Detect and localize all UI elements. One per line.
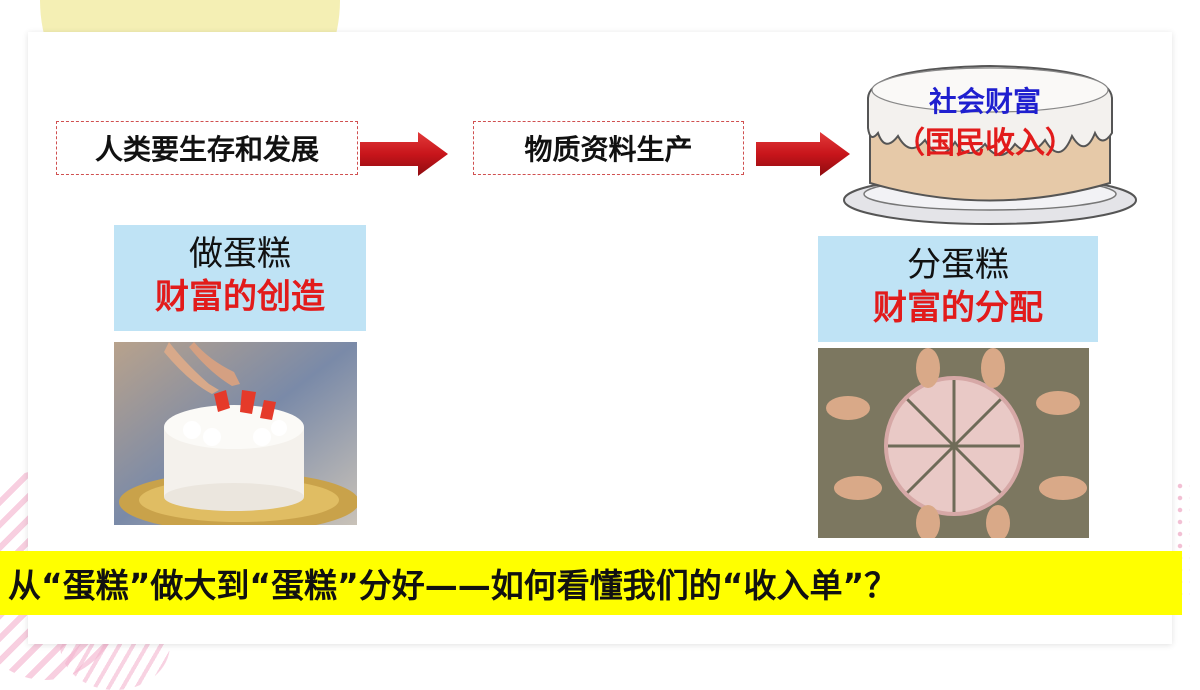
make-cake-subtitle: 财富的创造 xyxy=(155,277,325,317)
right-arrow-icon xyxy=(756,132,850,176)
split-cake-subtitle: 财富的分配 xyxy=(873,288,1043,328)
title-banner: 从“蛋糕”做大到“蛋糕”分好——如何看懂我们的“收入单”？ xyxy=(0,551,1182,615)
right-arrow-icon xyxy=(360,132,448,176)
flow-step-survive: 人类要生存和发展 xyxy=(56,121,358,175)
cake-decorating-photo xyxy=(114,342,357,525)
split-cake-label: 分蛋糕 财富的分配 xyxy=(818,236,1098,342)
cake-sharing-photo xyxy=(818,348,1089,538)
split-cake-title: 分蛋糕 xyxy=(907,245,1009,285)
make-cake-label: 做蛋糕 财富的创造 xyxy=(114,225,366,331)
cake-illustration xyxy=(843,64,1137,225)
national-income-label: （国民收入） xyxy=(895,126,1075,161)
wealth-label: 社会财富 xyxy=(928,85,1041,118)
flow-step-production: 物质资料生产 xyxy=(473,121,744,175)
make-cake-title: 做蛋糕 xyxy=(189,234,291,274)
